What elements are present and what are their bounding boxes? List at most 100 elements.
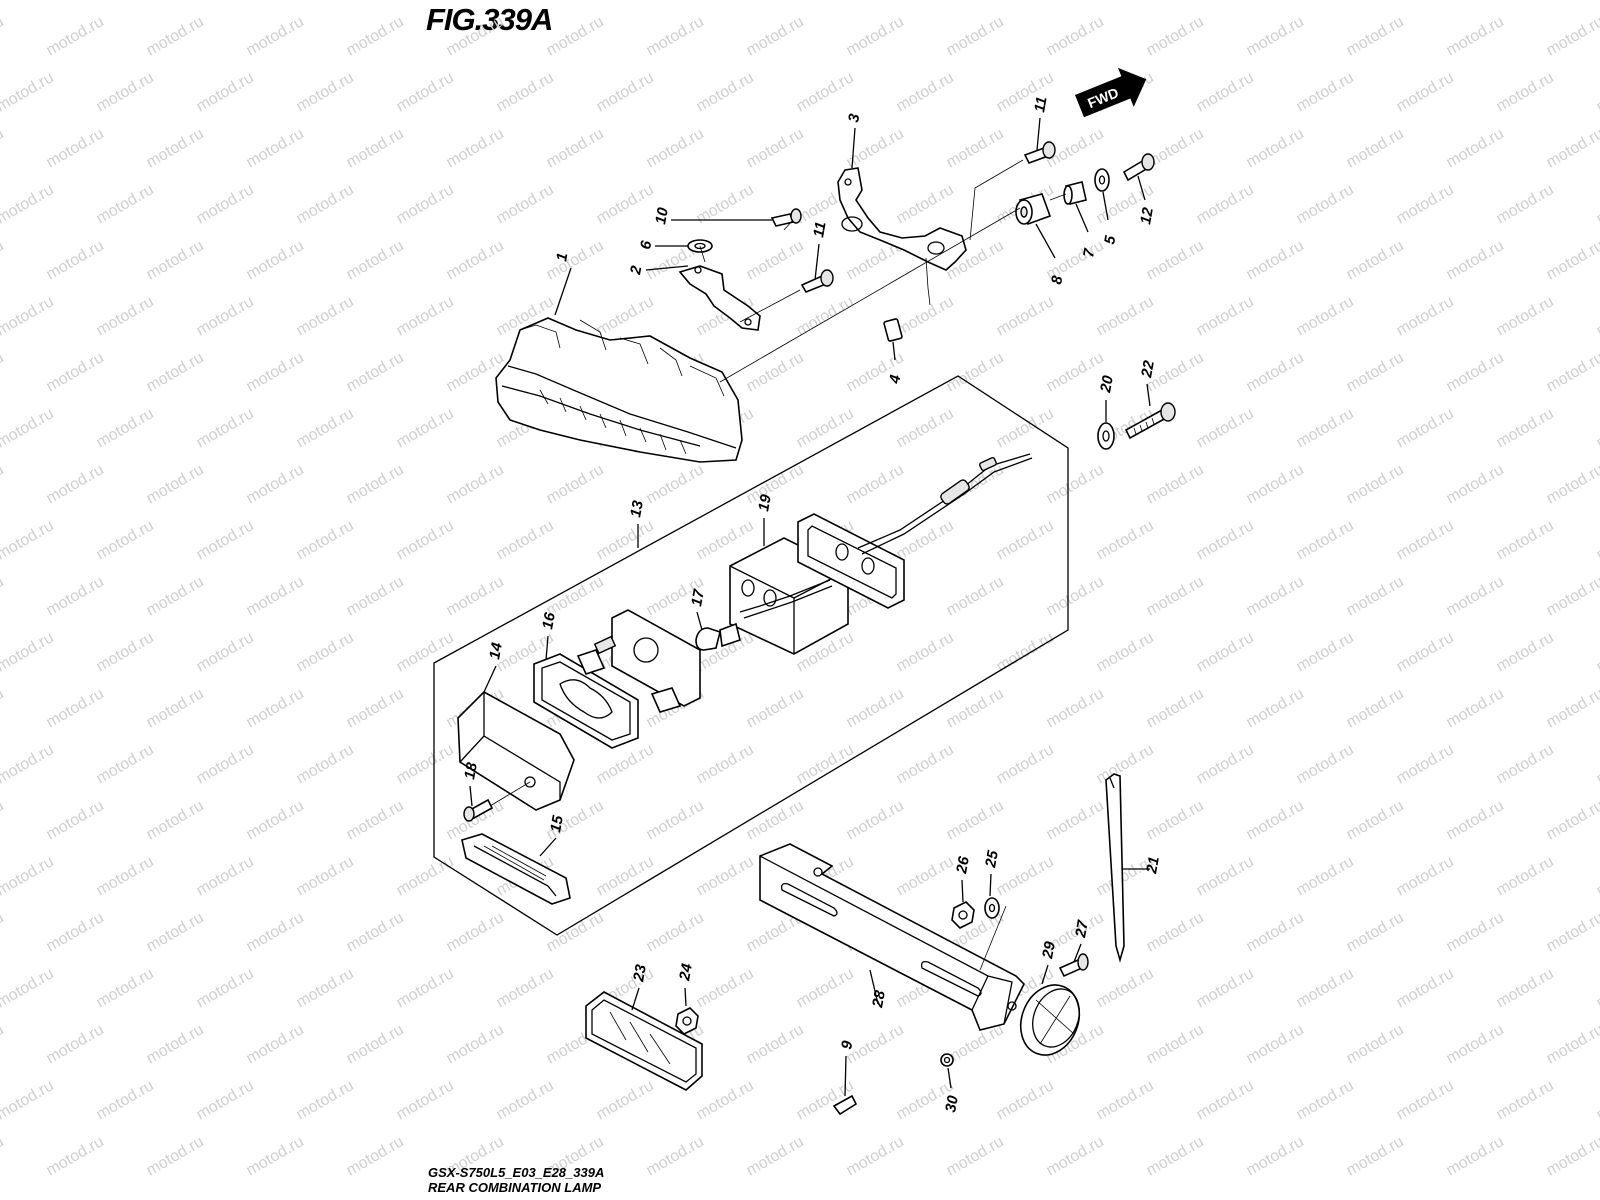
watermark-text: motod.ru xyxy=(394,965,457,1011)
watermark-text: motod.ru xyxy=(0,405,57,451)
lamp-housing xyxy=(576,609,701,713)
leader-line xyxy=(684,987,687,1007)
watermark-text: motod.ru xyxy=(344,125,407,171)
watermark-text: motod.ru xyxy=(494,181,557,227)
watermark-text: motod.ru xyxy=(194,181,257,227)
watermark-text: motod.ru xyxy=(844,797,907,843)
watermark-text: motod.ru xyxy=(444,237,507,283)
watermark-text: motod.ru xyxy=(0,965,57,1011)
watermark-text: motod.ru xyxy=(194,741,257,787)
watermark-text: motod.ru xyxy=(594,1077,657,1123)
watermark-text: motod.ru xyxy=(1344,13,1407,59)
callout-number: 5 xyxy=(1101,234,1119,246)
watermark-text: motod.ru xyxy=(1594,1077,1600,1123)
callout-number: 9 xyxy=(838,1039,856,1051)
watermark-text: motod.ru xyxy=(294,629,357,675)
callout-number: 17 xyxy=(688,588,708,608)
watermark-text: motod.ru xyxy=(0,293,57,339)
watermark-text: motod.ru xyxy=(294,293,357,339)
leader-line xyxy=(814,243,820,281)
watermark-text: motod.ru xyxy=(794,965,857,1011)
watermark-text: motod.ru xyxy=(44,349,107,395)
watermark-text: motod.ru xyxy=(1144,573,1207,619)
watermark-text: motod.ru xyxy=(1444,125,1507,171)
watermark-text: motod.ru xyxy=(194,965,257,1011)
watermark-text: motod.ru xyxy=(1544,125,1600,171)
watermark-text: motod.ru xyxy=(194,293,257,339)
watermark-text: motod.ru xyxy=(0,1133,7,1179)
watermark-text: motod.ru xyxy=(394,181,457,227)
watermark-text: motod.ru xyxy=(1544,349,1600,395)
watermark-text: motod.ru xyxy=(1044,685,1107,731)
watermark-text: motod.ru xyxy=(794,405,857,451)
watermark-text: motod.ru xyxy=(1394,741,1457,787)
callout-number: 20 xyxy=(1097,374,1117,395)
part-17-bulb xyxy=(695,622,741,651)
watermark-text: motod.ru xyxy=(494,517,557,563)
watermark-text: motod.ru xyxy=(394,741,457,787)
watermark-text: motod.ru xyxy=(1444,573,1507,619)
callout-number: 3 xyxy=(845,112,863,124)
watermark-text: motod.ru xyxy=(194,853,257,899)
callout-number: 12 xyxy=(1137,206,1157,226)
leader-line xyxy=(1035,223,1056,259)
watermark-text: motod.ru xyxy=(1144,797,1207,843)
watermark-text: motod.ru xyxy=(644,461,707,507)
watermark-text: motod.ru xyxy=(1594,181,1600,227)
watermark-text: motod.ru xyxy=(244,13,307,59)
watermark-text: motod.ru xyxy=(1194,853,1257,899)
watermark-text: motod.ru xyxy=(944,1133,1007,1179)
watermark-text: motod.ru xyxy=(1544,797,1600,843)
watermark-text: motod.ru xyxy=(44,909,107,955)
leader-line xyxy=(869,969,879,1005)
washer-axis xyxy=(979,905,1007,971)
watermark-text: motod.ru xyxy=(1044,1133,1107,1179)
watermark-text: motod.ru xyxy=(1344,1133,1407,1179)
watermark-text: motod.ru xyxy=(1294,69,1357,115)
watermark-text: motod.ru xyxy=(644,1133,707,1179)
callout-number: 30 xyxy=(942,1094,962,1114)
fwd-badge: FWD xyxy=(1075,67,1147,118)
watermark-text: motod.ru xyxy=(594,0,657,3)
watermark-text: motod.ru xyxy=(794,0,857,3)
fwd-arrow-icon xyxy=(1075,67,1147,118)
watermark-text: motod.ru xyxy=(1544,909,1600,955)
watermark-text: motod.ru xyxy=(1194,629,1257,675)
watermark-text: motod.ru xyxy=(94,629,157,675)
watermark-text: motod.ru xyxy=(594,69,657,115)
watermark-text: motod.ru xyxy=(1494,629,1557,675)
watermark-text: motod.ru xyxy=(0,853,57,899)
watermark-text: motod.ru xyxy=(0,909,7,955)
part-14-lens xyxy=(457,691,575,811)
watermark-text: motod.ru xyxy=(1294,293,1357,339)
callout-number: 1 xyxy=(553,252,571,263)
watermark-text: motod.ru xyxy=(1444,685,1507,731)
watermark-text: motod.ru xyxy=(744,125,807,171)
watermark-text: motod.ru xyxy=(1344,237,1407,283)
watermark-text: motod.ru xyxy=(1444,909,1507,955)
watermark-text: motod.ru xyxy=(94,181,157,227)
watermark-text: motod.ru xyxy=(344,797,407,843)
watermark-text: motod.ru xyxy=(1594,629,1600,675)
leader-line xyxy=(539,837,557,857)
watermark-text: motod.ru xyxy=(144,349,207,395)
callout-number: 2 xyxy=(627,264,645,277)
leader-line xyxy=(645,265,689,271)
watermark-text: motod.ru xyxy=(1194,0,1257,3)
watermark-text: motod.ru xyxy=(894,741,957,787)
watermark-text: motod.ru xyxy=(244,909,307,955)
watermark-text: motod.ru xyxy=(44,1133,107,1179)
watermark-text: motod.ru xyxy=(1294,181,1357,227)
watermark-text: motod.ru xyxy=(244,237,307,283)
watermark-text: motod.ru xyxy=(844,1133,907,1179)
watermark-text: motod.ru xyxy=(644,797,707,843)
watermark-text: motod.ru xyxy=(1194,1077,1257,1123)
watermark-text: motod.ru xyxy=(0,1077,57,1123)
watermark-text: motod.ru xyxy=(744,237,807,283)
watermark-text: motod.ru xyxy=(594,181,657,227)
watermark-text: motod.ru xyxy=(1494,0,1557,3)
watermark-text: motod.ru xyxy=(1194,965,1257,1011)
watermark-text: motod.ru xyxy=(1594,853,1600,899)
watermark-text: motod.ru xyxy=(1594,405,1600,451)
